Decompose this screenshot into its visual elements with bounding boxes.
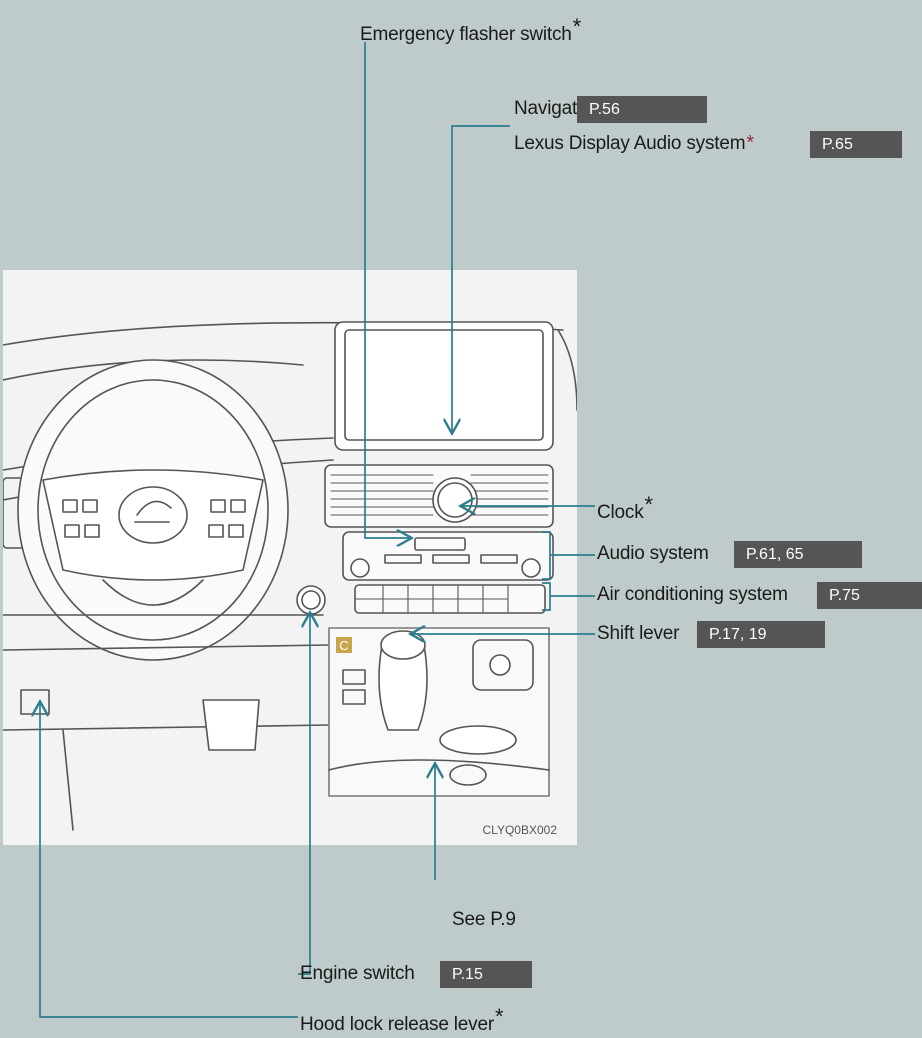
- lexus-audio-label: Lexus Display Audio system*: [514, 132, 754, 155]
- shift-lever-ref[interactable]: P.17, 19: [697, 621, 825, 648]
- shift-lever-label: Shift lever: [597, 623, 680, 644]
- section-marker-label: C: [339, 638, 348, 653]
- star-mark: *: [494, 1004, 504, 1029]
- lexus-audio-text: Lexus Display Audio system: [514, 133, 746, 154]
- clock-text: Clock: [597, 502, 644, 523]
- emergency-flasher-text: Emergency flasher switch: [360, 24, 572, 45]
- figure-code: CLYQ0BX002: [483, 823, 558, 837]
- star-mark: *: [644, 492, 654, 517]
- navigation-ref[interactable]: P.56: [577, 96, 707, 123]
- star-mark: *: [572, 14, 582, 39]
- flasher-leader: [364, 42, 410, 538]
- section-marker: [336, 637, 352, 653]
- see-page-label: See P.9: [452, 909, 516, 930]
- hood-lock-label: Hood lock release lever*: [300, 1004, 504, 1036]
- engine-switch-label: Engine switch: [300, 963, 415, 984]
- optional-mark: *: [746, 132, 754, 154]
- audio-label: Audio system: [597, 543, 709, 564]
- hood-leader: [40, 703, 298, 1018]
- air-conditioning-ref[interactable]: P.75: [817, 582, 922, 609]
- audio-ref[interactable]: P.61, 65: [734, 541, 862, 568]
- clock-label: Clock*: [597, 494, 653, 524]
- emergency-flasher-label: Emergency flasher switch*: [360, 16, 581, 46]
- air-conditioning-label: Air conditioning system: [597, 584, 788, 605]
- hood-lock-text: Hood lock release lever: [300, 1014, 494, 1035]
- ac-bracket: [542, 582, 551, 611]
- engine-switch-ref[interactable]: P.15: [440, 961, 532, 988]
- engine-leader: [298, 614, 310, 975]
- navigation-screen: [334, 321, 554, 451]
- audio-bracket: [542, 531, 551, 580]
- navigation-leader: [452, 125, 510, 432]
- lexus-audio-ref[interactable]: P.65: [810, 131, 902, 158]
